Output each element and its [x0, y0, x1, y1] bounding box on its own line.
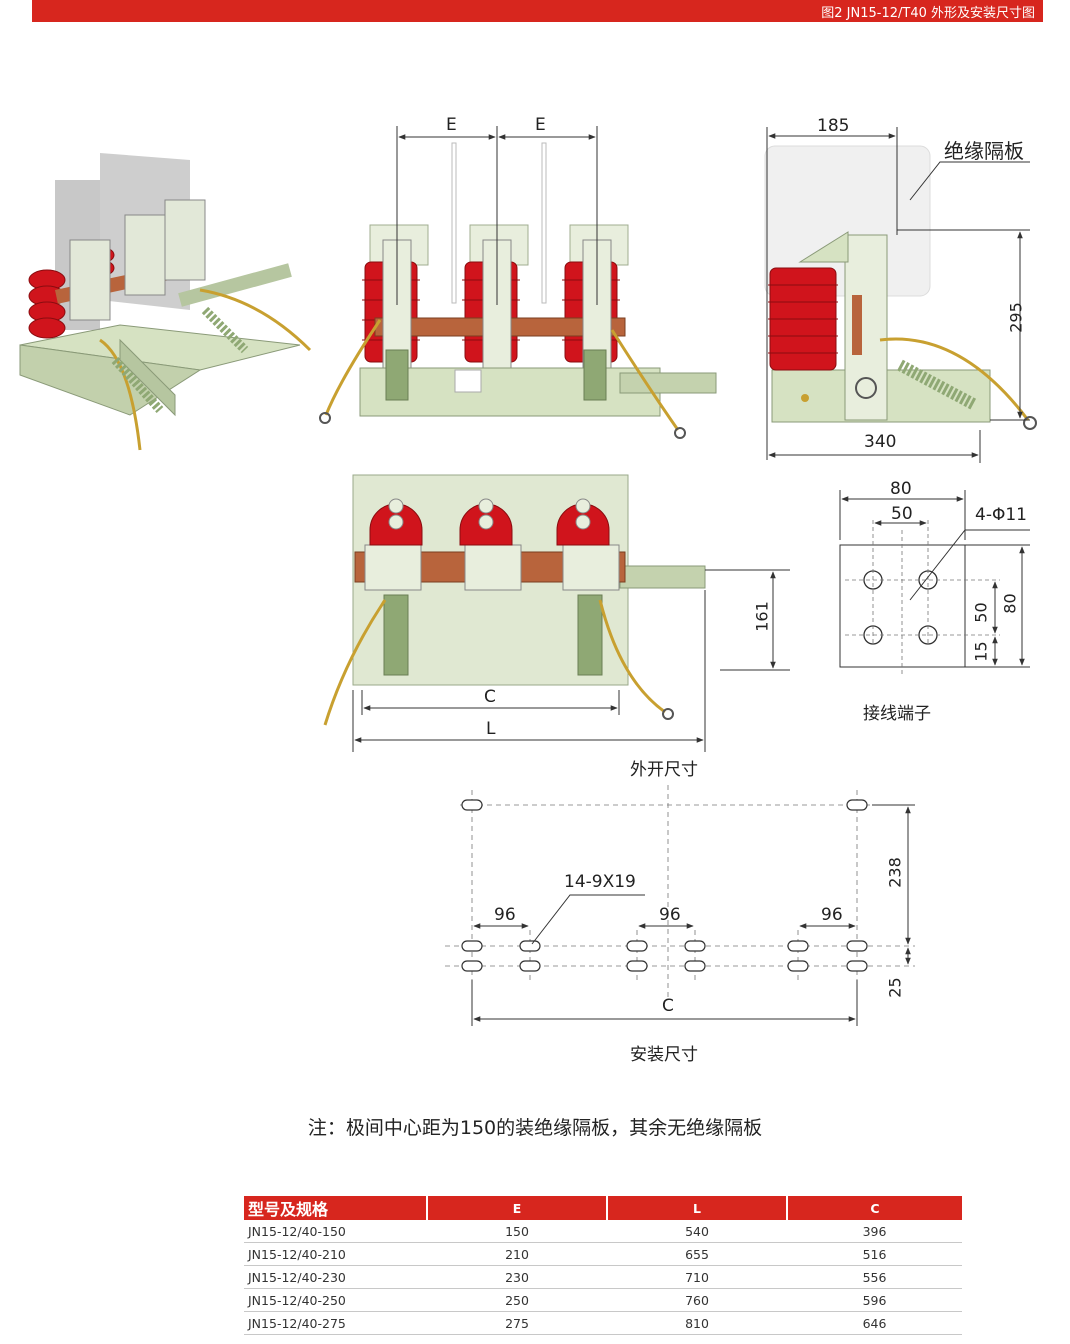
spec-e: 210 — [427, 1242, 607, 1266]
mounting-slot-spec: 14-9X19 — [564, 872, 636, 892]
mounting-dim-238: 238 — [885, 857, 905, 888]
top-dim-c: C — [484, 687, 496, 707]
mounting-dim-c: C — [662, 996, 674, 1016]
figure-title: 图2 JN15-12/T40 外形及安装尺寸图 — [821, 6, 1035, 21]
front-view — [319, 126, 717, 439]
terminal-dim-50-top: 50 — [891, 504, 913, 524]
spec-l: 760 — [607, 1288, 787, 1312]
mounting-caption: 安装尺寸 — [630, 1045, 698, 1065]
top-dim-161: 161 — [752, 601, 772, 632]
spec-e: 250 — [427, 1288, 607, 1312]
front-dim-e-left: E — [446, 115, 457, 135]
spec-e: 275 — [427, 1311, 607, 1335]
mounting-dim-96-a: 96 — [494, 905, 516, 925]
front-dim-e-right: E — [535, 115, 546, 135]
spec-header-c: C — [787, 1196, 962, 1220]
terminal-dim-80-side: 80 — [1000, 593, 1020, 614]
mounting-dim-25: 25 — [885, 977, 905, 998]
spec-c: 516 — [787, 1242, 962, 1266]
header-bar: 图2 JN15-12/T40 外形及安装尺寸图 — [32, 0, 1043, 22]
side-dim-185: 185 — [817, 116, 850, 136]
top-view — [323, 474, 790, 752]
side-dim-340: 340 — [864, 432, 897, 452]
terminal-dim-50-side: 50 — [971, 602, 991, 623]
terminal-dim-15: 15 — [971, 641, 991, 662]
side-partition-callout: 绝缘隔板 — [944, 139, 1024, 163]
spec-table-header-row: 型号及规格 E L C — [244, 1196, 962, 1220]
table-row: JN15-12/40-250 250 760 596 — [244, 1288, 962, 1312]
spec-l: 710 — [607, 1265, 787, 1289]
table-row: JN15-12/40-275 275 810 646 — [244, 1311, 962, 1335]
spec-e: 230 — [427, 1265, 607, 1289]
spec-l: 810 — [607, 1311, 787, 1335]
spec-c: 396 — [787, 1220, 962, 1243]
spec-model: JN15-12/40-250 — [244, 1288, 427, 1312]
spec-model: JN15-12/40-230 — [244, 1265, 427, 1289]
spec-table: 型号及规格 E L C JN15-12/40-150 150 540 396 J… — [244, 1196, 962, 1335]
perspective-view — [19, 153, 312, 451]
table-row: JN15-12/40-150 150 540 396 — [244, 1220, 962, 1243]
terminal-dim-80-top: 80 — [890, 479, 912, 499]
spec-c: 596 — [787, 1288, 962, 1312]
mounting-dim-96-c: 96 — [821, 905, 843, 925]
spec-header-model: 型号及规格 — [244, 1196, 428, 1220]
spec-c: 646 — [787, 1311, 962, 1335]
spec-model: JN15-12/40-275 — [244, 1311, 427, 1335]
spec-c: 556 — [787, 1265, 962, 1289]
table-row: JN15-12/40-230 230 710 556 — [244, 1265, 962, 1289]
mounting-plan — [445, 785, 915, 1026]
spec-header-l: L — [607, 1196, 788, 1220]
side-dim-295: 295 — [1006, 302, 1026, 333]
spec-l: 655 — [607, 1242, 787, 1266]
terminal-hole-spec: 4-Φ11 — [975, 505, 1027, 525]
top-view-caption: 外开尺寸 — [630, 760, 698, 780]
table-row: JN15-12/40-210 210 655 516 — [244, 1242, 962, 1266]
top-dim-l: L — [486, 719, 496, 739]
spec-e: 150 — [427, 1220, 607, 1243]
side-view — [764, 127, 1037, 463]
spec-model: JN15-12/40-210 — [244, 1242, 427, 1266]
spec-l: 540 — [607, 1220, 787, 1243]
partition-note: 注：极间中心距为150的装绝缘隔板，其余无绝缘隔板 — [307, 1117, 763, 1139]
spec-model: JN15-12/40-150 — [244, 1220, 427, 1243]
spec-header-e: E — [427, 1196, 608, 1220]
mounting-dim-96-b: 96 — [659, 905, 681, 925]
terminal-caption: 接线端子 — [863, 704, 931, 724]
terminal-detail — [839, 490, 1030, 675]
